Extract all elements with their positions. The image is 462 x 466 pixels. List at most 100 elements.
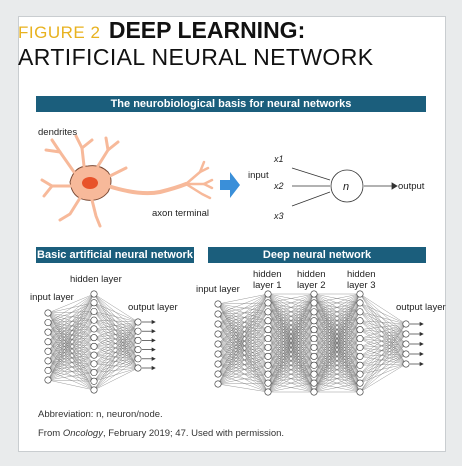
deep-network-connection <box>359 293 407 365</box>
deep-network-connection <box>313 347 361 393</box>
basic-network-connection <box>93 367 139 391</box>
basic-network-connection <box>47 351 95 382</box>
deep-network-connection <box>359 333 407 366</box>
deep-network-node <box>310 326 318 334</box>
deep-network-connection <box>267 293 315 375</box>
basic-network-connection <box>47 351 95 356</box>
deep-network-connection <box>217 311 269 335</box>
deep-network-node <box>264 326 272 334</box>
basic-network-connection <box>93 302 139 341</box>
basic-network-node <box>90 290 98 298</box>
deep-network-connection <box>267 293 315 304</box>
deep-network-connection <box>217 320 269 375</box>
deep-network-connection <box>217 338 269 365</box>
basic-network-connection <box>47 311 95 333</box>
deep-network-connection <box>359 338 407 365</box>
deep-network-node <box>356 326 364 334</box>
deep-network-connection <box>217 311 269 345</box>
deep-network-connection <box>217 323 269 339</box>
node-label: n <box>343 181 349 193</box>
basic-network-connection <box>47 322 95 356</box>
deep-network-connection <box>359 302 407 365</box>
basic-network-node <box>44 366 52 374</box>
deep-network-node <box>402 340 410 348</box>
deep-network-output-arrowhead <box>419 351 424 357</box>
basic-network-connection <box>47 351 95 364</box>
deep-network-connection <box>267 293 315 393</box>
basic-network-connection <box>93 321 139 364</box>
deep-network-node <box>214 330 222 338</box>
basic-network-connection <box>93 328 139 341</box>
basic-network-connection <box>93 354 139 359</box>
basic-network-node <box>90 369 98 377</box>
deep-network-connection <box>217 333 269 366</box>
basic-network-connection <box>47 322 95 364</box>
basic-network-connection <box>47 293 95 323</box>
deep-network-connection <box>267 293 315 366</box>
basic-network-connection <box>93 320 139 323</box>
deep-network-node <box>356 335 364 343</box>
deep-network-connection <box>267 320 315 393</box>
deep-hidden-label-2: hidden <box>297 269 326 280</box>
basic-network-node <box>44 357 52 365</box>
basic-network-connection <box>47 332 95 382</box>
deep-network-connection <box>217 302 269 385</box>
deep-network-connection <box>217 302 269 325</box>
basic-network-node <box>134 318 142 326</box>
basic-network-connection <box>47 346 95 371</box>
deep-network-node <box>310 299 318 307</box>
basic-network-connection <box>47 346 95 352</box>
deep-network-node <box>310 361 318 369</box>
basic-network-connection <box>47 341 95 382</box>
deep-network-output-arrows <box>410 321 424 367</box>
deep-network-connection <box>217 311 269 375</box>
deep-network-node <box>264 317 272 325</box>
basic-network-connection <box>47 341 95 356</box>
deep-network-connection <box>217 303 269 339</box>
basic-network-connection <box>47 311 95 371</box>
basic-network-connection <box>47 312 95 373</box>
deep-network-node <box>356 317 364 325</box>
basic-network-connection <box>93 363 139 369</box>
basic-network-connection <box>47 337 95 371</box>
deep-network-node <box>214 310 222 318</box>
deep-network-connection <box>217 365 269 385</box>
biological-neuron <box>40 134 214 228</box>
deep-network-node <box>310 370 318 378</box>
deep-network-connection <box>217 311 269 325</box>
basic-network-connection <box>47 293 95 371</box>
deep-network-connection <box>217 347 269 375</box>
basic-network-connection <box>47 328 95 381</box>
basic-network-connection <box>93 337 139 369</box>
deep-network-connection <box>359 293 407 345</box>
basic-network-connection <box>47 320 95 333</box>
deep-network-connection <box>313 293 361 393</box>
deep-network-connection <box>313 356 361 393</box>
basic-network-node <box>44 328 52 336</box>
basic-network-connection <box>47 302 95 342</box>
basic-network-connection <box>93 311 139 350</box>
deep-network-connection <box>217 363 269 384</box>
basic-network-output-arrowhead <box>151 347 156 352</box>
basic-network-connection <box>47 341 95 347</box>
figure-title-line1: FIGURE 2 DEEP LEARNING: <box>18 18 305 46</box>
deep-network-node <box>356 370 364 378</box>
basic-network-connection <box>47 312 95 330</box>
basic-network-connection <box>93 328 139 369</box>
deep-network-connection <box>359 353 407 393</box>
deep-network-connection <box>217 365 269 375</box>
deep-network-connection <box>359 323 407 339</box>
nucleus <box>82 177 98 189</box>
basic-network-connection <box>47 370 95 391</box>
basic-network-node <box>134 364 142 372</box>
deep-network-node <box>402 320 410 328</box>
deep-network-connection <box>217 343 269 366</box>
basic-network-connection <box>47 293 95 314</box>
basic-network-connection <box>93 293 139 323</box>
deep-network-connection <box>217 313 269 357</box>
deep-network-nodes <box>214 290 410 396</box>
deep-network-connection <box>217 338 269 345</box>
deep-network-connection <box>217 343 269 348</box>
dendrites <box>40 134 128 228</box>
deep-network-connection <box>359 333 407 357</box>
